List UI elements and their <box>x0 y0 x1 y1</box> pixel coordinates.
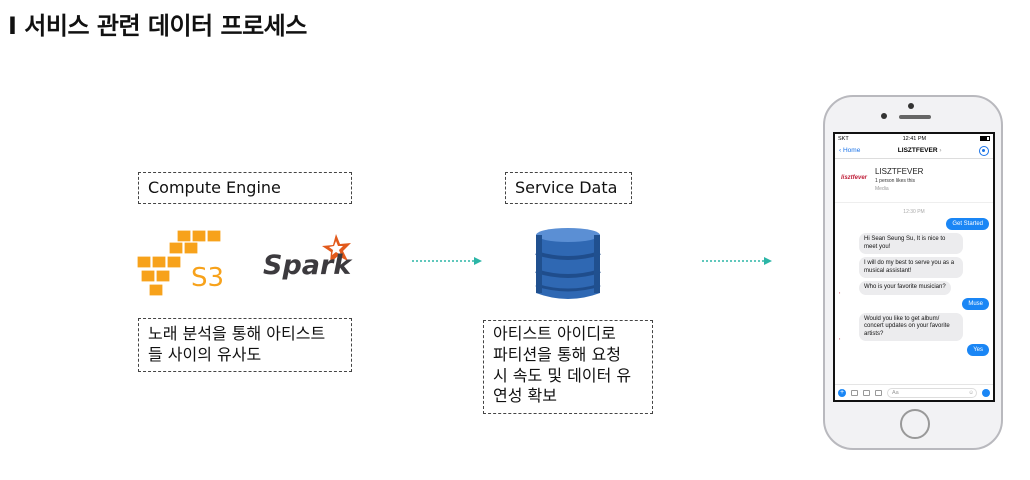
chat-thread: 12:30 PM Get Started Hi Sean Seung Su, I… <box>835 203 993 356</box>
flow-arrow-right-icon <box>412 257 482 265</box>
service-description-line: 시 속도 및 데이터 유 <box>493 365 632 385</box>
s3-cube <box>137 255 152 269</box>
compute-engine-label-text: Compute Engine <box>148 178 281 197</box>
service-description: 아티스트 아이디로 파티션을 통해 요청 시 속도 및 데이터 유 연성 확보 <box>483 320 653 414</box>
flow-arrow-right-icon <box>702 257 772 265</box>
user-message[interactable]: Get Started <box>946 218 989 230</box>
aws-s3-logo: S3 <box>137 229 224 297</box>
page-title: I 서비스 관련 데이터 프로세스 <box>8 12 307 40</box>
bot-message[interactable]: Who is your favorite musician? <box>859 281 951 295</box>
s3-cube <box>151 255 167 269</box>
message-input[interactable]: Aa ☺ <box>887 387 977 398</box>
status-bar: SKT 12:41 PM <box>835 134 993 143</box>
gear-icon[interactable] <box>978 145 989 156</box>
back-button[interactable]: ‹ Home <box>839 147 861 154</box>
s3-cube <box>191 229 207 243</box>
page-header: lisztfever LISZTFEVER 1 person likes thi… <box>835 159 993 203</box>
compute-description: 노래 분석을 통해 아티스트 들 사이의 유사도 <box>138 318 352 372</box>
s3-cube <box>140 269 156 283</box>
service-description-line: 아티스트 아이디로 <box>493 324 616 343</box>
bot-message[interactable]: Hi Sean Seung Su, It is nice to meet you… <box>859 233 963 254</box>
messenger-navbar: ‹ Home LISZTFEVER › <box>835 143 993 159</box>
bot-message[interactable]: Would you like to get album/ concert upd… <box>859 312 963 341</box>
battery-icon <box>980 136 990 141</box>
emoji-icon[interactable]: ☺ <box>968 389 974 396</box>
conversation-title[interactable]: LISZTFEVER › <box>897 147 942 154</box>
microphone-icon[interactable] <box>875 389 882 396</box>
service-data-label: Service Data <box>505 172 632 204</box>
page-likes: 1 person likes this <box>875 178 916 184</box>
s3-cube <box>148 283 164 297</box>
send-icon[interactable] <box>982 388 990 397</box>
plus-icon[interactable]: + <box>838 388 846 397</box>
status-carrier: SKT <box>838 135 849 142</box>
back-button-label: Home <box>842 147 861 154</box>
phone-mockup: SKT 12:41 PM ‹ Home LISZTFEVER › lisztfe… <box>823 95 1003 450</box>
compute-engine-label: Compute Engine <box>138 172 352 204</box>
camera-icon[interactable] <box>851 389 858 396</box>
status-time: 12:41 PM <box>902 135 927 142</box>
bot-avatar: ▪ <box>839 337 841 341</box>
spark-text: Spark <box>263 250 353 281</box>
s3-cube <box>183 241 199 255</box>
message-composer: + Aa ☺ <box>835 384 993 400</box>
s3-text: S3 <box>191 263 224 293</box>
compute-description-line: 노래 분석을 통해 아티스트 <box>148 324 326 343</box>
user-message[interactable]: Muse <box>962 297 989 310</box>
messenger-screen: SKT 12:41 PM ‹ Home LISZTFEVER › lisztfe… <box>833 132 995 402</box>
phone-speaker <box>899 115 931 119</box>
compute-description-line: 들 사이의 유사도 <box>148 344 262 364</box>
phone-sensor <box>881 113 887 119</box>
s3-cube <box>168 241 184 255</box>
bot-message[interactable]: I will do my best to serve you as a musi… <box>859 257 963 278</box>
s3-cube <box>206 229 222 243</box>
message-input-placeholder: Aa <box>892 389 899 396</box>
apache-spark-logo: Spark <box>263 234 353 281</box>
user-message[interactable]: Yes <box>967 344 989 356</box>
service-description-line: 파티션을 통해 요청 <box>493 344 621 364</box>
service-data-label-text: Service Data <box>515 178 618 197</box>
conversation-title-text: LISZTFEVER <box>897 147 938 154</box>
s3-cube <box>155 269 171 283</box>
home-button[interactable] <box>900 409 930 439</box>
page-logo: lisztfever <box>841 175 868 181</box>
gallery-icon[interactable] <box>863 389 870 396</box>
page-category: Media <box>875 186 889 192</box>
dynamodb-logo <box>535 228 601 299</box>
page-name: LISZTFEVER <box>875 167 924 176</box>
s3-cube <box>166 255 182 269</box>
phone-camera <box>908 103 914 109</box>
chat-timestamp: 12:30 PM <box>903 209 925 215</box>
s3-cube <box>176 229 192 243</box>
bot-avatar: ▪ <box>839 290 841 295</box>
service-description-line: 연성 확보 <box>493 386 557 406</box>
